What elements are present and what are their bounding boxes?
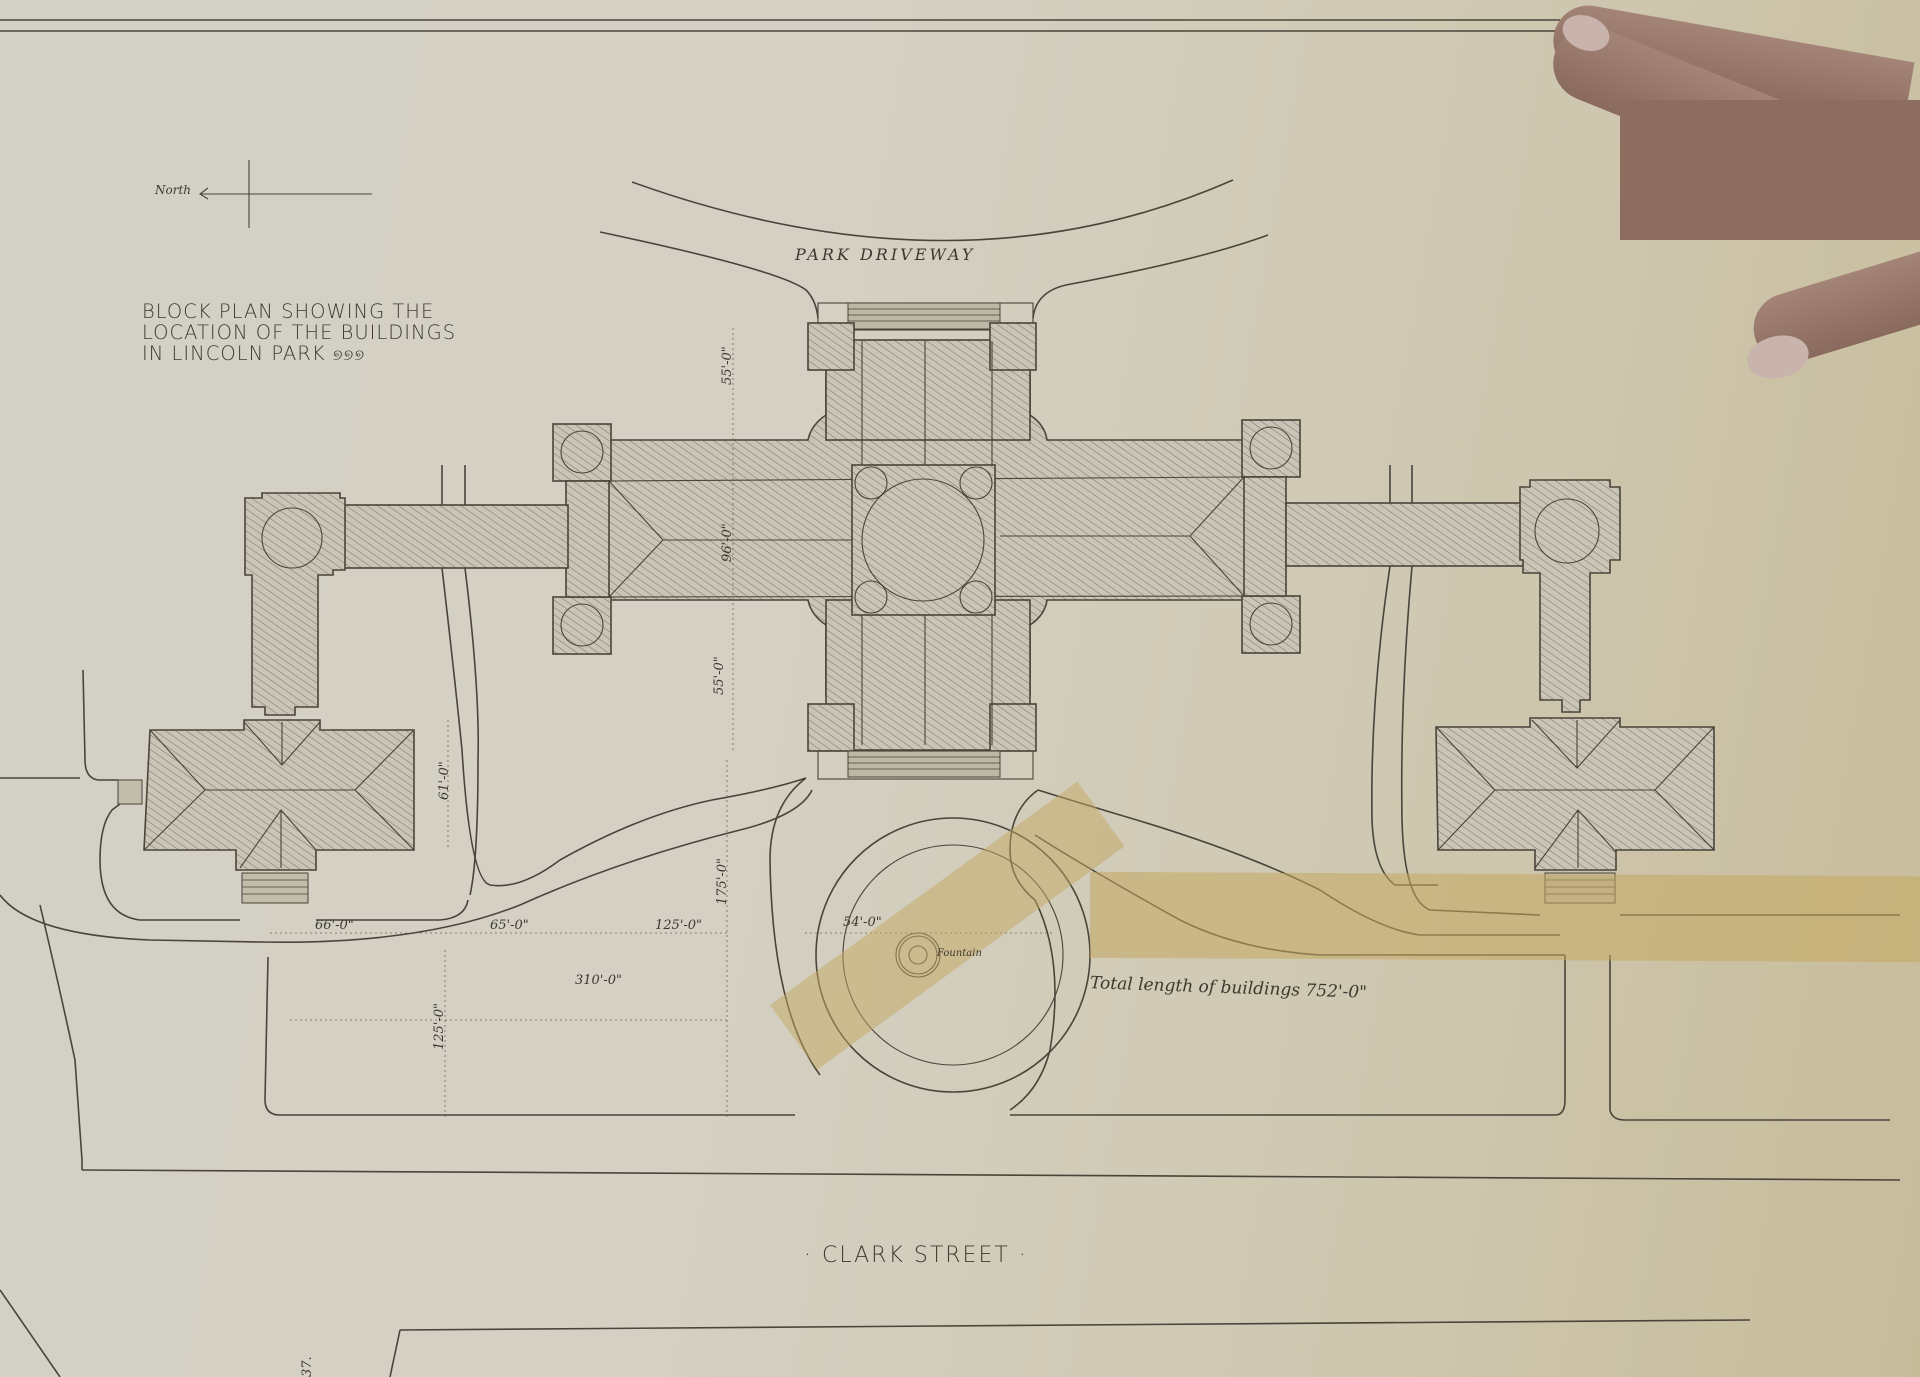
flourish-icon: ୭୭୭ [332, 345, 366, 364]
driveway-curve-left [599, 231, 819, 319]
title-line-2: LOCATION OF THE BUILDINGS [142, 321, 457, 344]
right-wing-building [1435, 479, 1715, 904]
clark-street-label: · CLARK STREET · [804, 1243, 1028, 1268]
dim-segment-2: 65'-0" [490, 918, 529, 933]
corner-fragment: 37. [300, 1356, 315, 1377]
fountain-label: Fountain [937, 948, 982, 959]
dim-south-wing: 55'-0" [712, 656, 727, 695]
right-corridor [1285, 502, 1543, 567]
north-label: North [155, 183, 192, 197]
street-corner-line [389, 1329, 401, 1377]
dim-segment-3: 125'-0" [655, 918, 703, 933]
north-arrow-icon [199, 160, 372, 228]
walkways [0, 465, 1901, 1181]
title-line-3: IN LINCOLN PARK ୭୭୭ [142, 342, 366, 365]
drawing-title: BLOCK PLAN SHOWING THE LOCATION OF THE B… [142, 301, 456, 365]
street-edge-line [399, 1319, 1751, 1331]
dim-cross-width: 96'-0" [720, 523, 735, 562]
driveway-curve-upper [631, 179, 1234, 242]
dim-segment-1: 66'-0" [315, 918, 354, 933]
central-building [552, 302, 1301, 780]
park-driveway-label: PARK DRIVEWAY [795, 245, 976, 264]
dim-lawn-depth: 125'-0" [432, 1002, 447, 1050]
title-line-1: BLOCK PLAN SHOWING THE [142, 300, 435, 323]
driveway-curve-right [1032, 234, 1269, 319]
dim-north-wing: 55'-0" [720, 346, 735, 385]
left-corridor [319, 504, 569, 569]
dim-overall: 310'-0" [575, 973, 623, 988]
left-wing-building [117, 492, 415, 904]
dim-setback: 175'-0" [715, 857, 730, 905]
dim-fountain: 54'-0" [843, 915, 882, 930]
masking-tape-horizontal [1089, 871, 1920, 963]
dim-left-house-depth: 61'-0" [437, 761, 452, 800]
